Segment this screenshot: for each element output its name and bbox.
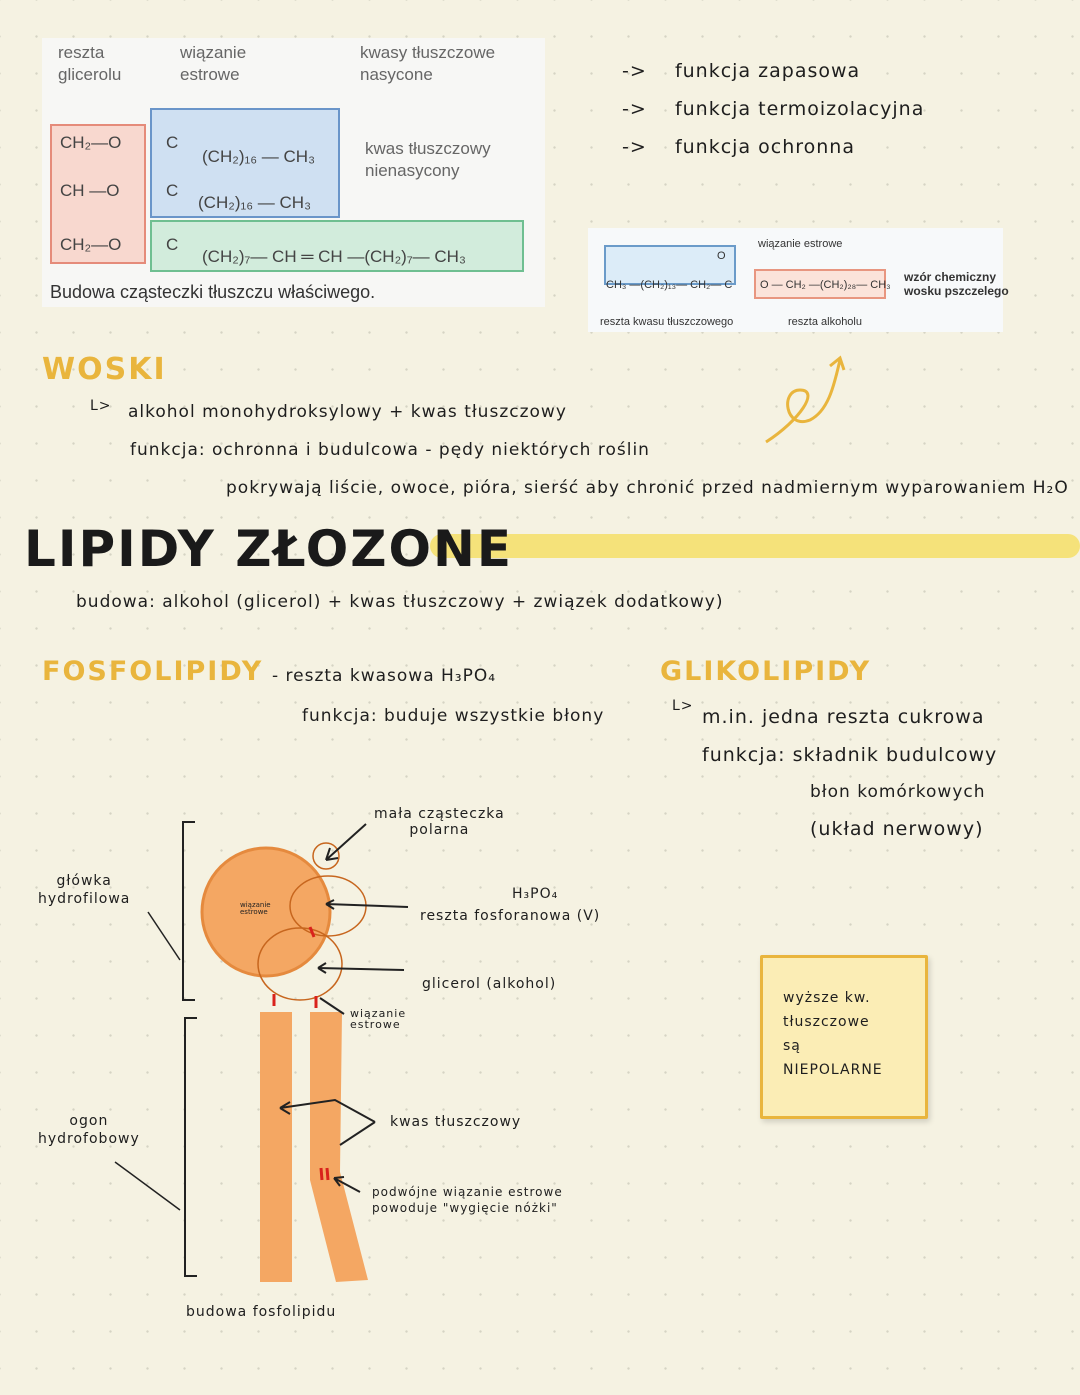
phospholipid-diagram bbox=[114, 821, 409, 1282]
carbonyl-2: C bbox=[166, 181, 179, 200]
highlight-stripe bbox=[430, 534, 1080, 558]
diagram-caption: budowa fosfolipidu bbox=[186, 1304, 337, 1320]
label-saturated: kwasy tłuszczowe nasycone bbox=[360, 43, 496, 84]
label-ester-bond: wiązanie estrowe bbox=[180, 43, 247, 84]
double-bond-label: podwójne wiązanie estrowe powoduje "wygi… bbox=[372, 1185, 563, 1215]
fosfolipidy-heading: FOSFOLIPIDY bbox=[42, 656, 264, 687]
acid-box bbox=[604, 245, 736, 285]
tail-bracket bbox=[184, 1017, 197, 1277]
glycerol-row-1: CH₂—O bbox=[60, 133, 122, 152]
glycerol-row-3: CH₂—O bbox=[60, 235, 122, 254]
fosfolipidy-residue: - reszta kwasowa H₃PO₄ bbox=[272, 666, 497, 686]
woski-detail: pokrywają liście, owoce, pióra, sierść a… bbox=[226, 478, 1069, 498]
tail-label: ogon hydrofobowy bbox=[38, 1113, 140, 1147]
inner-ester-label: wiązanie estrowe bbox=[240, 901, 271, 916]
tail-left bbox=[260, 1012, 292, 1282]
lipidy-structure: budowa: alkohol (glicerol) + kwas tłuszc… bbox=[76, 592, 724, 612]
wax-title: wzór chemiczny wosku pszczelego bbox=[904, 270, 1009, 298]
sticky-note: wyższe kw. tłuszczowe są NIEPOLARNE bbox=[760, 955, 928, 1119]
phosphate-label: reszta fosforanowa (V) bbox=[420, 908, 601, 924]
curly-arrow-icon bbox=[765, 355, 846, 444]
head-label: główka hydrofilowa bbox=[38, 873, 131, 907]
label-unsaturated: kwas tłuszczowy nienasycony bbox=[365, 139, 491, 180]
woski-heading: WOSKI bbox=[42, 352, 167, 387]
woski-arrow: L> bbox=[90, 398, 112, 414]
wax-acid-part: CH₃ —(CH₂)₁₃— CH₂— C bbox=[606, 279, 733, 291]
fat-structure-figure: reszta glicerolu wiązanie estrowe kwasy … bbox=[42, 38, 545, 307]
chain-1: (CH₂)₁₆ — CH₃ bbox=[202, 147, 315, 166]
wax-acid-label: reszta kwasu tłuszczowego bbox=[600, 316, 734, 328]
woski-function: funkcja: ochronna i budulcowa - pędy nie… bbox=[130, 440, 650, 460]
unsaturated-box bbox=[150, 220, 524, 272]
tail-right bbox=[310, 1012, 368, 1282]
woski-composition: alkohol monohydroksylowy + kwas tłuszczo… bbox=[128, 402, 567, 422]
fosfolipidy-function: funkcja: buduje wszystkie błony bbox=[302, 706, 605, 726]
wax-alcohol-label: reszta alkoholu bbox=[788, 316, 862, 328]
glikolipidy-heading: GLIKOLIPIDY bbox=[660, 656, 872, 687]
wax-formula-figure: wiązanie estrowe O CH₃ —(CH₂)₁₃— CH₂— C … bbox=[588, 228, 1009, 332]
functions-list: -> funkcja zapasowa -> funkcja termoizol… bbox=[622, 52, 924, 166]
glikolipidy-function-3: (układ nerwowy) bbox=[810, 818, 984, 840]
red-bond-marks bbox=[272, 926, 330, 1181]
alcohol-box bbox=[754, 269, 886, 299]
glycerol-row-2: CH —O bbox=[60, 181, 120, 200]
carbonyl-3: C bbox=[166, 235, 179, 254]
wax-alcohol-part: O — CH₂ —(CH₂)₂₈— CH₃ bbox=[760, 279, 891, 291]
glycerol-box bbox=[50, 124, 146, 264]
note-text: wyższe kw. tłuszczowe są NIEPOLARNE bbox=[783, 990, 883, 1078]
head-circle bbox=[200, 846, 332, 978]
fatty-acid-label: kwas tłuszczowy bbox=[390, 1114, 522, 1130]
chain-3: (CH₂)₇— CH ═ CH —(CH₂)₇— CH₃ bbox=[202, 247, 466, 266]
wax-ester-label: wiązanie estrowe bbox=[758, 238, 843, 250]
glikolipidy-function: funkcja: składnik budulcowy bbox=[702, 744, 998, 766]
label-glycerol-residue: reszta glicerolu bbox=[58, 43, 122, 84]
carbonyl-1: C bbox=[166, 133, 179, 152]
glikolipidy-arrow: L> bbox=[672, 698, 694, 714]
fat-caption: Budowa cząsteczki tłuszczu właściwego. bbox=[50, 282, 376, 302]
chain-2: (CH₂)₁₆ — CH₃ bbox=[198, 193, 311, 212]
glycerol-label: glicerol (alkohol) bbox=[422, 976, 557, 992]
glikolipidy-residue: m.in. jedna reszta cukrowa bbox=[702, 706, 985, 728]
pointer-arrows bbox=[279, 823, 409, 1193]
function-item: -> funkcja zapasowa bbox=[622, 60, 861, 82]
wax-oxygen: O bbox=[717, 250, 726, 262]
ester-bond-label: wiązanie estrowe bbox=[350, 1007, 407, 1031]
function-item: -> funkcja ochronna bbox=[622, 136, 855, 158]
function-item: -> funkcja termoizolacyjna bbox=[622, 98, 925, 120]
saturated-box bbox=[150, 108, 340, 218]
head-bracket bbox=[182, 821, 195, 1001]
h3po4-label: H₃PO₄ bbox=[512, 886, 559, 902]
glikolipidy-function-2: błon komórkowych bbox=[810, 782, 986, 802]
small-polar-label: mała cząsteczka polarna bbox=[374, 806, 505, 838]
lipidy-heading: LIPIDY ZŁOZONE bbox=[24, 520, 514, 578]
